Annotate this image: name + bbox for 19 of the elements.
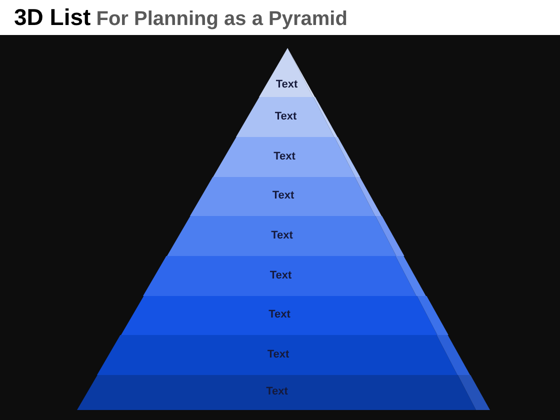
layer-label: Text bbox=[274, 150, 296, 164]
title: 3D List For Planning as a Pyramid bbox=[14, 5, 348, 31]
layer-label: Text bbox=[276, 78, 298, 92]
layer-label: Text bbox=[271, 230, 293, 242]
pyramid-layer bbox=[77, 375, 490, 410]
pyramid-layer bbox=[259, 48, 316, 97]
layer-label: Text bbox=[267, 348, 290, 362]
pyramid-layer bbox=[236, 97, 338, 137]
pyramid-layer bbox=[166, 216, 404, 256]
pyramid-layer bbox=[212, 137, 360, 177]
layer-label: Text bbox=[270, 270, 292, 282]
pyramid-layer bbox=[143, 256, 426, 296]
layer-label: Text bbox=[268, 308, 290, 322]
layer-label: Text bbox=[272, 190, 294, 202]
layer-label: Text bbox=[274, 110, 297, 124]
pyramid-layer bbox=[190, 177, 382, 216]
pyramid-layer bbox=[97, 335, 470, 375]
pyramid-layer bbox=[120, 296, 448, 335]
layer-label: Text bbox=[266, 386, 288, 398]
